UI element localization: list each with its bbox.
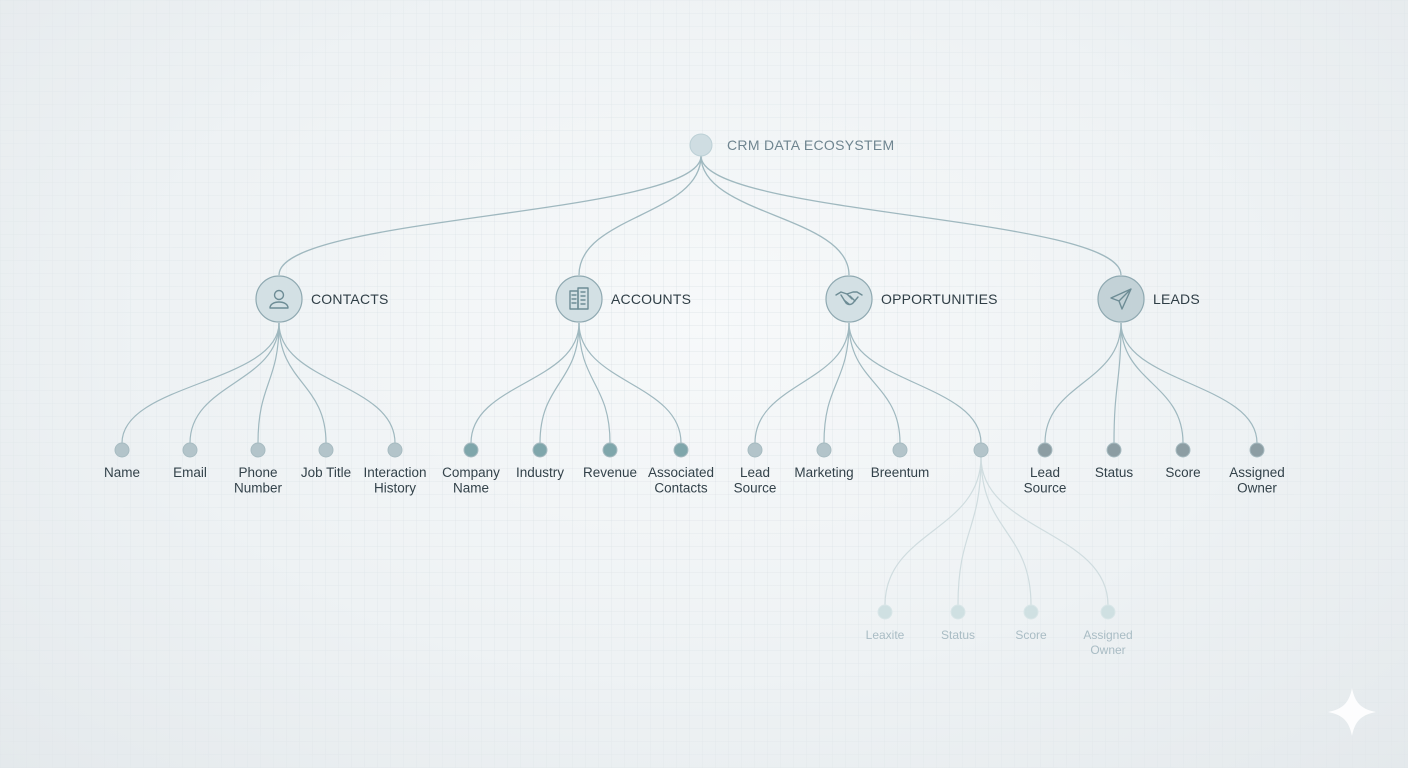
field-node-contacts-3 [318, 442, 334, 458]
building-icon [569, 287, 589, 310]
edge-accounts-field-2 [578, 322, 611, 444]
edge-root-leads [700, 155, 1122, 276]
edge-opportunities-field-3 [848, 322, 982, 444]
field-node-accounts-3 [673, 442, 689, 458]
field-label-leads-0: Source [1024, 481, 1067, 496]
edge-opportunities-sub-2 [980, 456, 1032, 606]
root-node [689, 133, 713, 157]
field-label-accounts-3: Contacts [654, 481, 708, 496]
edge-contacts-field-2 [257, 322, 280, 444]
field-label-contacts-4: Interaction [363, 465, 426, 480]
edge-contacts-field-3 [278, 322, 327, 444]
sub-field-node-0 [877, 604, 893, 620]
edge-opportunities-sub-3 [980, 456, 1109, 606]
edge-opportunities-field-2 [848, 322, 901, 444]
field-label-accounts-3: Associated [648, 465, 714, 480]
edge-accounts-field-0 [470, 322, 580, 444]
field-label-leads-2: Score [1165, 465, 1200, 480]
sub-field-node-3 [1100, 604, 1116, 620]
edge-accounts-field-3 [578, 322, 682, 444]
sub-field-node-1 [950, 604, 966, 620]
field-node-opportunities-0 [747, 442, 763, 458]
field-label-opportunities-1: Marketing [794, 465, 853, 480]
field-node-accounts-1 [532, 442, 548, 458]
field-node-leads-3 [1249, 442, 1265, 458]
edge-contacts-field-1 [189, 322, 280, 444]
sub-field-label-0: Leaxite [866, 628, 905, 642]
edge-root-accounts [578, 155, 702, 276]
field-node-contacts-0 [114, 442, 130, 458]
edge-contacts-field-4 [278, 322, 396, 444]
edge-leads-field-1 [1113, 322, 1122, 444]
category-circle-opportunities [825, 275, 873, 323]
field-label-leads-3: Assigned [1229, 465, 1285, 480]
field-node-leads-1 [1106, 442, 1122, 458]
edge-contacts-field-0 [121, 322, 280, 444]
field-node-contacts-2 [250, 442, 266, 458]
edge-root-contacts [278, 155, 702, 276]
field-node-opportunities-1 [816, 442, 832, 458]
field-label-opportunities-0: Lead [740, 465, 770, 480]
sub-field-label-1: Status [941, 628, 975, 642]
sub-field-node-2 [1023, 604, 1039, 620]
field-label-contacts-2: Phone [238, 465, 277, 480]
edge-opportunities-sub-0 [884, 456, 982, 606]
edge-opportunities-field-1 [823, 322, 850, 444]
category-circle-accounts [555, 275, 603, 323]
person-icon [269, 289, 289, 309]
field-label-contacts-2: Number [234, 481, 283, 496]
paper-plane-icon [1110, 288, 1132, 310]
category-node-accounts [555, 275, 603, 323]
field-label-accounts-0: Company [442, 465, 500, 480]
field-label-contacts-1: Email [173, 465, 207, 480]
category-label-leads: LEADS [1153, 291, 1200, 307]
category-label-accounts: ACCOUNTS [611, 291, 691, 307]
sub-field-label-3: Assigned [1083, 628, 1132, 642]
field-node-accounts-0 [463, 442, 479, 458]
field-label-contacts-0: Name [104, 465, 140, 480]
field-node-opportunities-2 [892, 442, 908, 458]
sub-field-label-3: Owner [1090, 643, 1125, 657]
edge-leads-field-0 [1044, 322, 1122, 444]
field-node-accounts-2 [602, 442, 618, 458]
category-node-contacts [255, 275, 303, 323]
field-label-accounts-2: Revenue [583, 465, 637, 480]
edge-leads-field-3 [1120, 322, 1258, 444]
edge-leads-field-2 [1120, 322, 1184, 444]
category-node-leads [1097, 275, 1145, 323]
field-label-contacts-4: History [374, 481, 416, 496]
category-label-contacts: CONTACTS [311, 291, 389, 307]
field-label-opportunities-0: Source [734, 481, 777, 496]
sub-field-label-2: Score [1015, 628, 1047, 642]
field-label-leads-3: Owner [1237, 481, 1277, 496]
field-label-opportunities-2: Breentum [871, 465, 930, 480]
edge-opportunities-field-0 [754, 322, 850, 444]
category-label-opportunities: OPPORTUNITIES [881, 291, 998, 307]
field-node-contacts-4 [387, 442, 403, 458]
edge-accounts-field-1 [539, 322, 580, 444]
handshake-icon [835, 291, 863, 306]
field-label-leads-1: Status [1095, 465, 1134, 480]
field-label-accounts-0: Name [453, 481, 489, 496]
field-label-leads-0: Lead [1030, 465, 1060, 480]
field-node-contacts-1 [182, 442, 198, 458]
field-label-contacts-3: Job Title [301, 465, 351, 480]
root-label: CRM DATA ECOSYSTEM [727, 137, 894, 153]
edge-root-opportunities [700, 155, 850, 276]
field-node-opportunities-3 [973, 442, 989, 458]
category-node-opportunities [825, 275, 873, 323]
field-node-leads-2 [1175, 442, 1191, 458]
edge-opportunities-sub-1 [957, 456, 982, 606]
field-node-leads-0 [1037, 442, 1053, 458]
field-label-accounts-1: Industry [516, 465, 564, 480]
